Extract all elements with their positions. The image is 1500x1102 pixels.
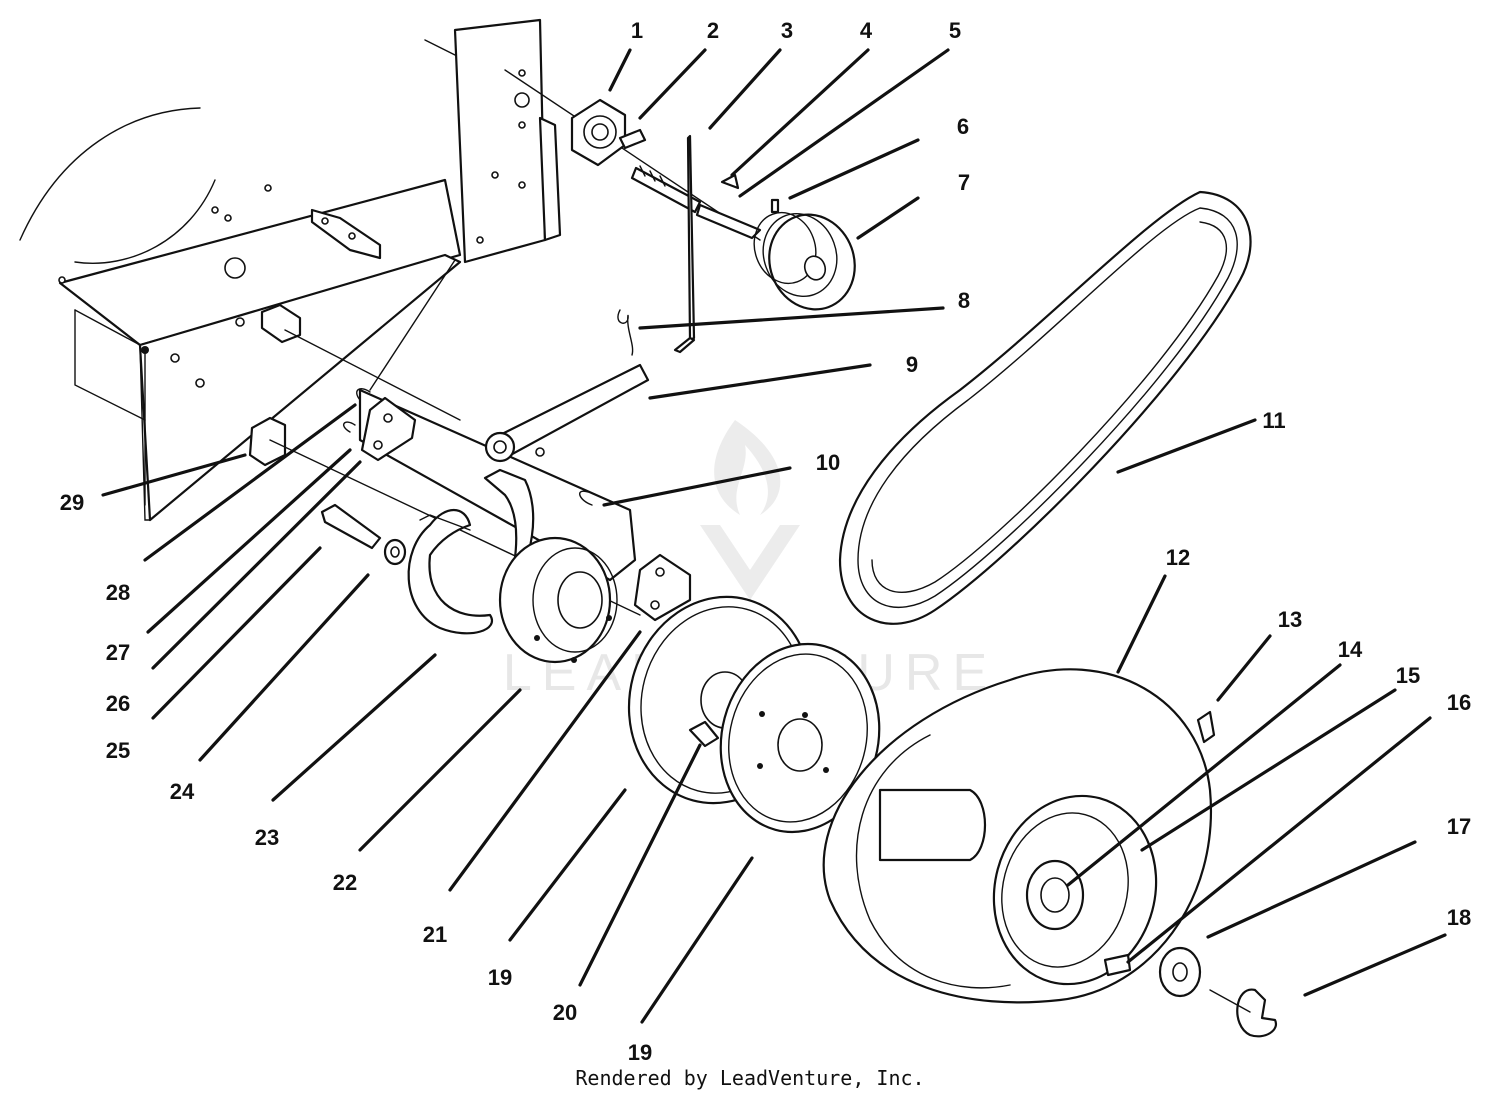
bushing-29 xyxy=(248,416,287,467)
callout-9: 9 xyxy=(906,352,918,377)
shaft-3 xyxy=(630,166,702,214)
clip-10 xyxy=(579,490,593,506)
callout-11: 11 xyxy=(1262,408,1285,433)
setscrew-6 xyxy=(770,198,780,214)
hub-20 xyxy=(688,720,720,748)
hub-extension xyxy=(878,788,987,862)
callout-7: 7 xyxy=(958,170,970,195)
callout-22: 22 xyxy=(333,870,357,895)
bracket-21 xyxy=(633,553,692,622)
callout-4: 4 xyxy=(860,18,873,43)
footer-credit: Rendered by LeadVenture, Inc. xyxy=(575,1066,925,1090)
callout-13: 13 xyxy=(1278,607,1302,632)
callout-12: 12 xyxy=(1166,545,1190,570)
key-4 xyxy=(720,173,740,190)
brake-drum-22 xyxy=(498,536,612,664)
callout-1: 1 xyxy=(631,18,643,43)
callout-20: 20 xyxy=(553,1000,577,1025)
bolt-16 xyxy=(1103,953,1132,977)
callout-28: 28 xyxy=(106,580,130,605)
callout-26: 26 xyxy=(106,691,130,716)
callout-5: 5 xyxy=(949,18,961,43)
leader-lines xyxy=(101,48,1447,1024)
callout-27: 27 xyxy=(106,640,130,665)
callout-10: 10 xyxy=(816,450,840,475)
watermark-logo xyxy=(700,420,800,600)
pulley-halves xyxy=(627,595,881,834)
callout-18: 18 xyxy=(1447,905,1471,930)
callout-21: 21 xyxy=(423,922,447,947)
clutch-pivot-assembly xyxy=(248,303,692,664)
callout-labels: 1 2 3 4 5 6 7 8 9 10 11 12 13 14 15 16 1… xyxy=(60,18,1471,1065)
drive-belt-11 xyxy=(838,190,1252,625)
callout-2: 2 xyxy=(707,18,719,43)
callout-23: 23 xyxy=(255,825,279,850)
callout-3: 3 xyxy=(781,18,793,43)
retaining-ring-18 xyxy=(1236,988,1278,1038)
upper-shaft-assembly xyxy=(504,69,856,356)
brake-band-23 xyxy=(407,509,493,635)
bolt-24 xyxy=(320,503,382,550)
clip-27 xyxy=(343,421,356,433)
control-rod xyxy=(686,134,696,342)
grease-fitting-13 xyxy=(1196,710,1216,744)
callout-17: 17 xyxy=(1447,814,1471,839)
hairpin-8 xyxy=(617,309,634,356)
wheel-tire-12 xyxy=(822,668,1278,1038)
idler-arm-9 xyxy=(484,363,650,463)
callout-16: 16 xyxy=(1447,690,1471,715)
callout-14: 14 xyxy=(1338,637,1363,662)
callout-6: 6 xyxy=(957,114,969,139)
clip-28 xyxy=(356,388,371,401)
callout-25: 25 xyxy=(106,738,130,763)
callout-19-a: 19 xyxy=(488,965,512,990)
callout-24: 24 xyxy=(170,779,195,804)
callout-29: 29 xyxy=(60,490,84,515)
callout-15: 15 xyxy=(1396,663,1420,688)
bolt-2 xyxy=(618,128,647,150)
callout-19-b: 19 xyxy=(628,1040,652,1065)
callout-8: 8 xyxy=(958,288,970,313)
